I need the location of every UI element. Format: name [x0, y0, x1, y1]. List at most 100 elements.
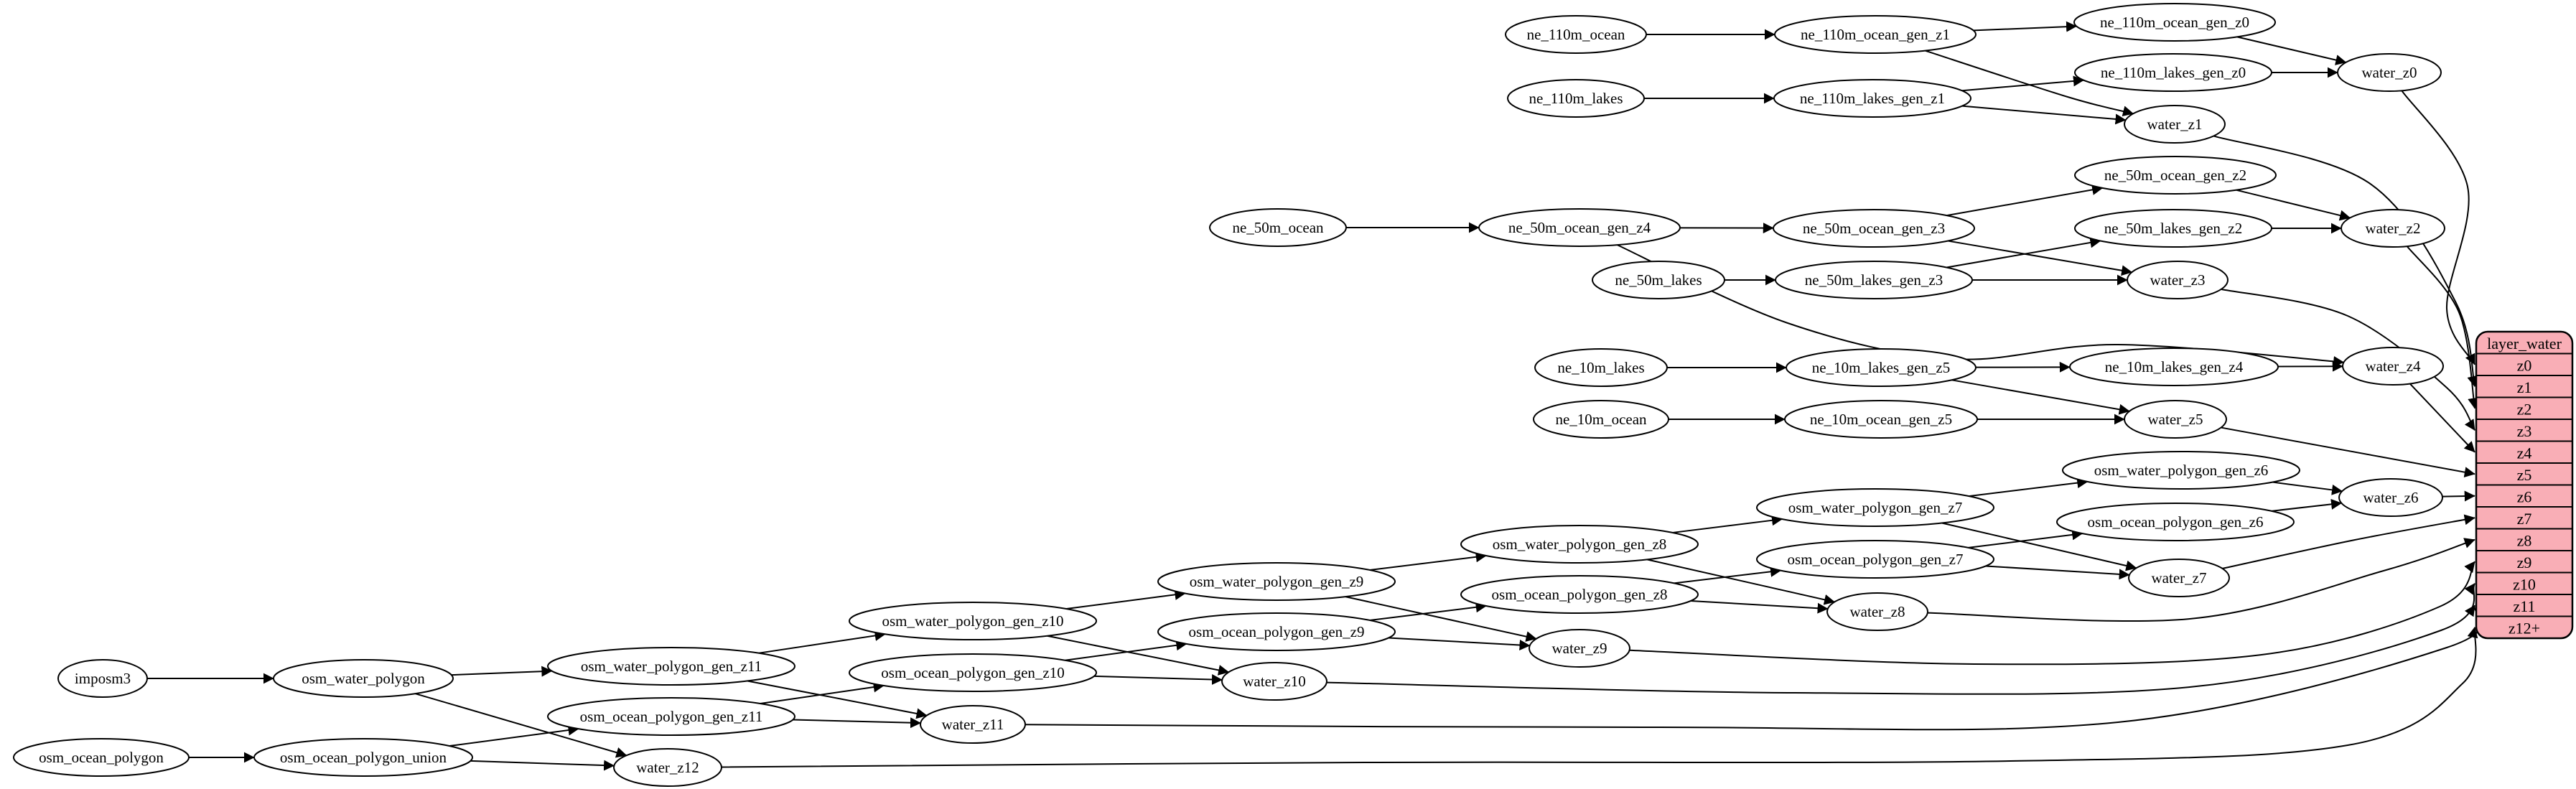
edge-osm_water_polygon-to-osm_water_polygon_gen_z11: [451, 666, 553, 677]
table-row-z7: z7: [2517, 510, 2532, 528]
table-row-z5: z5: [2517, 466, 2532, 484]
node-osm_ocean_polygon_gen_z8: osm_ocean_polygon_gen_z8: [1460, 575, 1699, 614]
node-label: ne_50m_lakes: [1615, 271, 1702, 289]
node-label: ne_10m_lakes_gen_z4: [2105, 358, 2244, 375]
node-label: ne_10m_lakes: [1557, 359, 1644, 376]
node-label: water_z5: [2148, 411, 2203, 428]
edge-osm_ocean_polygon_gen_z9-to-osm_ocean_polygon_gen_z8: [1369, 602, 1487, 621]
node-ellipse: [273, 659, 454, 698]
node-ellipse: [1592, 261, 1725, 299]
node-water_z7: water_z7: [2128, 559, 2230, 597]
node-label: osm_water_polygon_gen_z7: [1788, 499, 1963, 516]
node-label: water_z4: [2366, 358, 2421, 375]
node-ellipse: [1774, 15, 1977, 54]
edge-ne_10m_lakes_gen_z5-to-water_z5: [1951, 379, 2130, 415]
node-imposm3: imposm3: [57, 659, 148, 698]
node-label: water_z8: [1850, 603, 1905, 620]
node-label: ne_50m_lakes_gen_z2: [2104, 220, 2242, 237]
edge-osm_ocean_polygon_gen_z8-to-water_z8: [1690, 599, 1829, 614]
node-water_z11: water_z11: [920, 705, 1026, 744]
edge-osm_water_polygon_gen_z9-to-osm_water_polygon_gen_z8: [1369, 551, 1487, 571]
node-label: ne_110m_ocean_gen_z1: [1801, 26, 1950, 43]
node-ellipse: [253, 738, 473, 777]
table-title: layer_water: [2487, 335, 2562, 353]
edge-osm_water_polygon_gen_z7-to-water_z7: [1941, 522, 2137, 571]
node-label: ne_50m_lakes_gen_z3: [1805, 271, 1943, 289]
node-label: ne_110m_ocean: [1527, 26, 1625, 43]
node-ne_10m_ocean: ne_10m_ocean: [1533, 400, 1669, 439]
node-layer: imposm3 osm_water_polygon osm_ocean_polygo…: [13, 3, 2445, 787]
node-ellipse: [2074, 156, 2277, 195]
node-label: imposm3: [75, 670, 131, 687]
node-ellipse: [1157, 612, 1396, 651]
edge-ne_110m_lakes_gen_z1-to-ne_110m_lakes_gen_z0: [1961, 75, 2084, 92]
node-ellipse: [2074, 53, 2272, 92]
edge-osm_water_polygon_gen_z11-to-water_z11: [747, 680, 928, 719]
table-row-z11: z11: [2514, 597, 2536, 615]
edge-osm_ocean_polygon_gen_z7-to-osm_ocean_polygon_gen_z6: [1968, 529, 2083, 548]
node-ellipse: [849, 653, 1097, 692]
node-label: water_z9: [1552, 640, 1607, 657]
node-ellipse: [1784, 400, 1978, 439]
node-ellipse: [13, 738, 190, 777]
node-ellipse: [1533, 400, 1669, 439]
edge-osm_ocean_polygon_gen_z9-to-water_z9: [1388, 637, 1531, 650]
node-ellipse: [547, 697, 795, 736]
node-ellipse: [2342, 347, 2444, 386]
edge-water_z6-to-layer_water-z6: [2442, 490, 2475, 502]
node-label: osm_ocean_polygon_gen_z6: [2088, 513, 2264, 531]
edge-water_z4-to-layer_water-z4: [2409, 383, 2475, 453]
node-ne_10m_lakes_gen_z4: ne_10m_lakes_gen_z4: [2069, 347, 2279, 386]
table-row-z9: z9: [2517, 554, 2532, 571]
node-ellipse: [920, 705, 1026, 744]
node-osm_water_polygon_gen_z7: osm_water_polygon_gen_z7: [1756, 488, 1994, 527]
node-ne_50m_lakes_gen_z3: ne_50m_lakes_gen_z3: [1775, 261, 1973, 299]
edge-osm_water_polygon-to-water_z12: [415, 693, 627, 758]
node-label: ne_10m_ocean_gen_z5: [1810, 411, 1952, 428]
edge-water_z12-to-layer_water-z12+: [721, 627, 2478, 768]
node-ellipse: [2056, 503, 2295, 541]
edge-osm_ocean_polygon_gen_z8-to-osm_ocean_polygon_gen_z7: [1674, 566, 1782, 584]
node-label: water_z2: [2366, 220, 2421, 237]
node-osm_water_polygon_gen_z8: osm_water_polygon_gen_z8: [1460, 525, 1699, 564]
edge-ne_50m_lakes_gen_z3-to-ne_50m_lakes_gen_z2: [1946, 237, 2101, 269]
node-ne_50m_ocean: ne_50m_ocean: [1209, 208, 1347, 247]
edge-ne_110m_lakes_gen_z1-to-water_z1: [1961, 105, 2127, 125]
layer-water-table: layer_waterz0z1z2z3z4z5z6z7z8z9z10z11z12…: [2475, 330, 2574, 640]
node-ne_110m_lakes_gen_z0: ne_110m_lakes_gen_z0: [2074, 53, 2272, 92]
node-label: osm_water_polygon: [302, 670, 425, 687]
edge-osm_ocean_polygon_union-to-water_z12: [470, 760, 615, 771]
node-ne_50m_lakes_gen_z2: ne_50m_lakes_gen_z2: [2074, 209, 2272, 248]
edge-osm_ocean_polygon_union-to-osm_ocean_polygon_gen_z11: [449, 724, 579, 747]
node-ellipse: [1529, 629, 1630, 668]
node-label: water_z6: [2363, 489, 2419, 506]
node-water_z12: water_z12: [613, 748, 722, 787]
node-ne_50m_ocean_gen_z3: ne_50m_ocean_gen_z3: [1773, 209, 1975, 248]
node-osm_water_polygon_gen_z9: osm_water_polygon_gen_z9: [1157, 562, 1396, 601]
edge-osm_water_polygon_gen_z10-to-water_z10: [1047, 635, 1230, 676]
node-ellipse: [2124, 400, 2227, 439]
node-ellipse: [57, 659, 148, 698]
edge-osm_ocean_polygon_gen_z6-to-water_z6: [2271, 498, 2343, 512]
node-label: ne_50m_ocean_gen_z3: [1803, 220, 1945, 237]
edge-water_z11-to-layer_water-z11: [1025, 604, 2483, 731]
node-ellipse: [849, 602, 1097, 640]
node-ellipse: [2124, 105, 2226, 144]
node-ellipse: [1478, 208, 1681, 247]
node-ellipse: [1534, 348, 1668, 387]
node-label: ne_110m_lakes: [1529, 90, 1623, 107]
node-water_z10: water_z10: [1221, 662, 1327, 701]
table-row-z2: z2: [2517, 400, 2532, 418]
node-label: osm_water_polygon_gen_z8: [1493, 536, 1667, 553]
node-ne_50m_lakes: ne_50m_lakes: [1592, 261, 1725, 299]
node-label: water_z11: [942, 716, 1004, 733]
node-label: osm_water_polygon_gen_z11: [581, 658, 762, 675]
node-label: osm_ocean_polygon_union: [280, 749, 447, 766]
node-osm_ocean_polygon_gen_z9: osm_ocean_polygon_gen_z9: [1157, 612, 1396, 651]
node-water_z3: water_z3: [2127, 261, 2229, 299]
edge-ne_50m_ocean_gen_z2-to-water_z2: [2236, 189, 2351, 221]
node-ne_10m_lakes: ne_10m_lakes: [1534, 348, 1668, 387]
node-ellipse: [1460, 525, 1699, 564]
